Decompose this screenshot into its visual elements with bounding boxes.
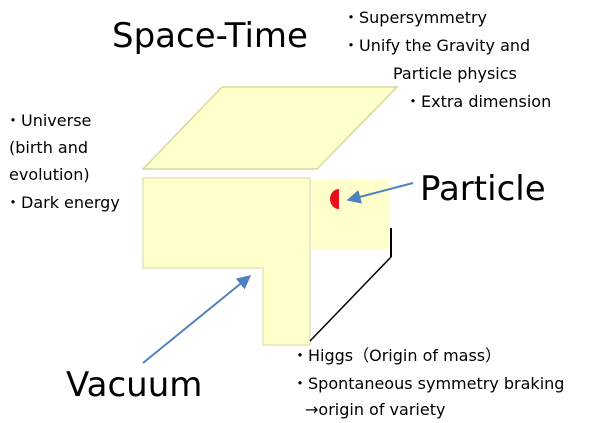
- particle-arrow: [346, 182, 414, 204]
- cube-front-face: [142, 177, 311, 346]
- label-vacuum: Vacuum: [66, 365, 203, 405]
- particle-dot: [330, 189, 339, 209]
- note-dark-energy: ・Dark energy: [5, 193, 120, 212]
- particle-region: [312, 180, 390, 250]
- note-origin-of-variety: →origin of variety: [305, 400, 446, 419]
- note-particle-physics: Particle physics: [393, 64, 517, 83]
- cube-top-face: [141, 86, 399, 170]
- note-unify-gravity: ・Unify the Gravity and: [343, 36, 531, 55]
- label-space-time: Space-Time: [112, 16, 308, 56]
- note-spontaneous-symmetry: ・Spontaneous symmetry braking: [292, 374, 565, 393]
- note-higgs: ・Higgs（Origin of mass）: [292, 346, 502, 365]
- note-extra-dimension: ・Extra dimension: [405, 92, 552, 111]
- note-birth-and: (birth and: [9, 138, 89, 157]
- note-universe: ・Universe: [5, 111, 92, 130]
- cube-bottom-edge: [309, 256, 392, 342]
- vacuum-arrow: [142, 275, 252, 364]
- note-supersymmetry: ・Supersymmetry: [343, 8, 488, 27]
- note-evolution: evolution): [9, 165, 90, 184]
- label-particle: Particle: [420, 169, 546, 209]
